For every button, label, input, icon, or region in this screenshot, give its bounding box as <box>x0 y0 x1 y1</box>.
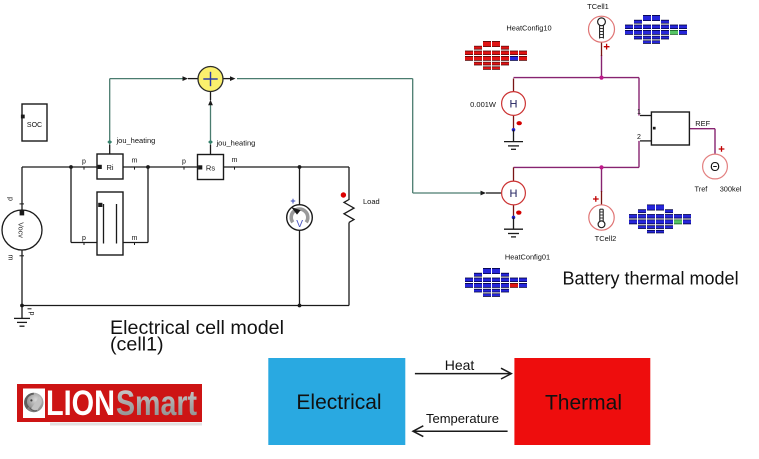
svg-text:p: p <box>82 159 86 166</box>
svg-text:Vocv: Vocv <box>17 222 26 238</box>
svg-text:m: m <box>232 157 238 164</box>
svg-text:Ri: Ri <box>106 163 113 172</box>
svg-text:2: 2 <box>637 134 641 141</box>
svg-text:jou_heating: jou_heating <box>116 136 156 145</box>
svg-text:Electrical: Electrical <box>296 391 381 414</box>
svg-text:Battery thermal model: Battery thermal model <box>563 269 739 289</box>
svg-text:300kel: 300kel <box>720 184 742 193</box>
svg-text:LION: LION <box>46 384 115 423</box>
svg-text:H: H <box>510 98 518 110</box>
svg-text:Thermal: Thermal <box>545 392 622 415</box>
svg-text:Electrical cell model: Electrical cell model <box>110 317 284 339</box>
svg-text:HeatConfig01: HeatConfig01 <box>505 253 550 262</box>
svg-text:p: p <box>28 312 35 316</box>
svg-text:TCell2: TCell2 <box>595 234 617 243</box>
svg-text:m: m <box>132 235 138 242</box>
svg-text:(cell1): (cell1) <box>110 334 164 356</box>
svg-text:HeatConfig10: HeatConfig10 <box>506 24 551 33</box>
svg-text:V: V <box>296 219 303 230</box>
svg-text:1: 1 <box>637 109 641 116</box>
svg-text:Tref: Tref <box>695 184 709 193</box>
svg-text:m: m <box>7 255 14 261</box>
svg-text:m: m <box>132 158 138 165</box>
svg-text:jou_heating: jou_heating <box>216 138 256 147</box>
svg-text:Load: Load <box>363 197 380 206</box>
svg-text:Θ: Θ <box>710 160 720 174</box>
svg-text:Heat: Heat <box>445 357 475 373</box>
svg-text:0.001W: 0.001W <box>470 100 497 109</box>
svg-text:H: H <box>510 188 518 200</box>
svg-text:Temperature: Temperature <box>426 411 499 426</box>
svg-text:p: p <box>82 235 86 242</box>
svg-text:SOC: SOC <box>27 122 42 129</box>
svg-text:p: p <box>7 197 14 201</box>
svg-text:Rs: Rs <box>206 163 215 172</box>
svg-text:Smart: Smart <box>116 384 197 423</box>
svg-text:REF: REF <box>695 119 710 128</box>
svg-text:p: p <box>182 159 186 166</box>
svg-text:+: + <box>290 196 295 206</box>
svg-text:TCell1: TCell1 <box>587 2 609 11</box>
